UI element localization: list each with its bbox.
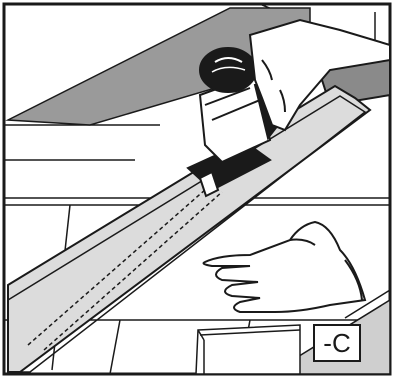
step-label: -C [313,324,361,362]
wall-line-2 [344,289,391,319]
right-hand-icon [248,18,391,132]
cut-line-2 [43,191,223,351]
left-hand-icon [202,220,367,313]
cut-line [27,181,215,346]
sheet-stack [195,324,301,375]
